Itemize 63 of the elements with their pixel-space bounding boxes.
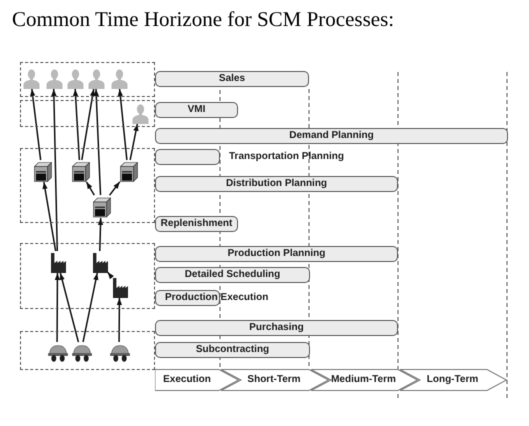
person-icon — [67, 69, 84, 89]
process-label: Detailed Scheduling — [184, 269, 280, 281]
process-label: Replenishment — [160, 218, 232, 230]
arrow — [94, 88, 102, 196]
arrow — [51, 88, 58, 252]
arrow — [107, 272, 114, 280]
factory-icon — [51, 253, 66, 273]
process-label: Transportation Planning — [229, 151, 344, 163]
process-label: Distribution Planning — [226, 178, 328, 190]
process-bar — [155, 342, 310, 358]
person-icon — [111, 69, 128, 89]
warehouse-icon — [93, 197, 111, 218]
warehouse-icon — [120, 162, 138, 182]
arrow — [116, 298, 122, 342]
group-frame — [20, 62, 155, 97]
arrow — [129, 124, 139, 160]
process-label: VMI — [188, 104, 206, 116]
arrow — [86, 181, 95, 196]
cart-icon — [72, 344, 92, 362]
process-label: Subcontracting — [196, 344, 270, 356]
warehouse-icon — [34, 162, 52, 182]
process-label: Sales — [218, 73, 246, 85]
process-bar — [155, 246, 398, 262]
warehouse-icon — [72, 162, 90, 182]
arrow — [30, 88, 42, 160]
arrow — [42, 182, 56, 252]
person-icon — [132, 104, 149, 124]
cart-icon — [48, 344, 68, 362]
process-bar — [155, 102, 238, 118]
arrow — [82, 272, 98, 342]
factory-icon — [113, 278, 128, 298]
group-frame — [20, 243, 155, 309]
horizon-label: Long-Term — [426, 374, 478, 386]
process-bar — [155, 216, 238, 232]
horizon-label: Execution — [163, 374, 211, 386]
person-icon — [88, 69, 105, 89]
process-bar — [155, 267, 310, 283]
process-label: Purchasing — [249, 322, 304, 334]
process-bar — [155, 176, 398, 192]
person-icon — [46, 69, 63, 89]
process-bar — [155, 71, 309, 87]
arrow — [81, 88, 96, 160]
arrow — [60, 272, 80, 342]
diagram-title: Common Time Horizone for SCM Processes: — [12, 6, 394, 32]
arrow — [54, 273, 60, 342]
process-bar — [155, 128, 508, 144]
group-frame — [20, 100, 155, 127]
time-horizon-band — [398, 369, 507, 391]
group-frame — [20, 331, 155, 370]
factory-icon — [93, 253, 108, 273]
process-bar — [155, 320, 398, 336]
person-icon — [23, 69, 40, 89]
arrow — [72, 88, 80, 160]
cart-icon — [110, 344, 130, 362]
horizon-label: Medium-Term — [331, 374, 396, 386]
group-frame — [20, 148, 155, 223]
process-label: Demand Planning — [289, 130, 374, 142]
arrow — [98, 218, 104, 252]
process-label: Production Execution — [165, 292, 268, 304]
arrow — [109, 181, 120, 196]
process-label: Production Planning — [228, 248, 326, 260]
horizon-label: Short-Term — [247, 374, 301, 386]
arrow — [118, 88, 128, 160]
